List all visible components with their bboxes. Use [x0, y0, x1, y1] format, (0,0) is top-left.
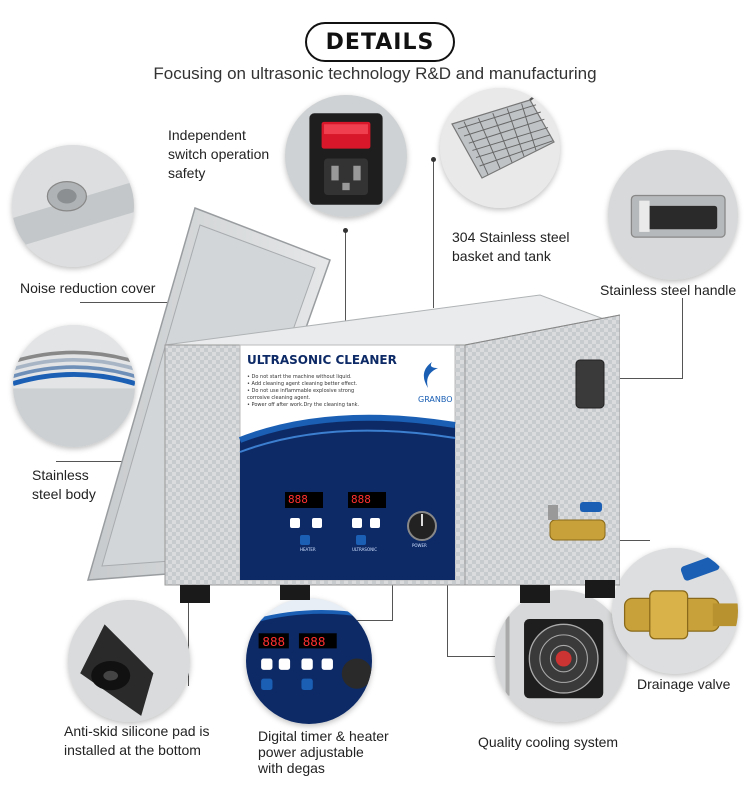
page-subtitle: Focusing on ultrasonic technology R&D an… — [153, 64, 597, 83]
label-basket-line2: basket and tank — [452, 248, 551, 264]
label-switch: Independent switch operation safety — [168, 126, 269, 183]
label-switch-line3: safety — [168, 165, 206, 181]
lid-knob-icon — [12, 145, 134, 267]
details-title-pill: DETAILS — [305, 22, 455, 62]
connector-switch — [345, 230, 346, 322]
label-pad-line2: installed at the bottom — [64, 742, 201, 758]
ultrasonic-cleaner-machine — [86, 207, 620, 603]
heater-label: HEATER — [300, 547, 316, 552]
panel-logo-text: GRANBO — [418, 395, 453, 404]
warning-line: corrosive cleaning agent. — [247, 395, 311, 401]
detail-circle-cover — [12, 145, 134, 267]
svg-text:888: 888 — [303, 634, 326, 649]
control-panel-icon: 888 888 — [246, 598, 372, 724]
warning-line: • Do not start the machine without liqui… — [247, 374, 352, 380]
label-timer-line3: with degas — [258, 760, 325, 776]
connector-timer-h — [345, 620, 393, 621]
display-right: 888 — [351, 493, 371, 506]
detail-circle-drain — [612, 548, 738, 674]
mesh-basket-icon — [440, 88, 560, 208]
page-title: DETAILS — [325, 29, 435, 55]
display-left: 888 — [288, 493, 308, 506]
detail-circle-pad — [68, 600, 190, 722]
connector-dot-basket — [431, 157, 436, 162]
label-handle: Stainless steel handle — [600, 282, 737, 298]
drain-valve-icon — [612, 548, 738, 674]
label-timer-line2: power adjustable — [258, 744, 364, 760]
panel-brand-title: ULTRASONIC CLEANER — [247, 353, 397, 367]
cooling-fan-icon — [495, 590, 627, 722]
connector-cooling-v — [447, 580, 448, 656]
connector-drain — [590, 540, 650, 541]
detail-circle-timer: 888 888 — [246, 598, 372, 724]
power-label: POWER — [412, 543, 427, 548]
label-drain: Drainage valve — [637, 676, 731, 692]
label-body-line2: steel body — [32, 486, 96, 502]
label-cooling: Quality cooling system — [478, 734, 619, 750]
label-switch-line2: switch operation — [168, 146, 270, 162]
detail-circle-handle — [608, 150, 738, 280]
label-basket: 304 Stainless steel basket and tank — [452, 228, 570, 266]
label-pad-line1: Anti-skid silicone pad is — [64, 723, 210, 739]
panel-warnings: • Do not start the machine without liqui… — [247, 374, 367, 409]
detail-circle-switch — [285, 95, 407, 217]
connector-handle-v — [682, 298, 683, 378]
label-timer: Digital timer & heater power adjustable … — [258, 728, 389, 776]
ultrasonic-label: ULTRASONIC — [352, 547, 378, 552]
power-switch-icon — [285, 95, 407, 217]
warning-line: • Add cleaning agent cleaning better eff… — [247, 381, 358, 387]
label-body: Stainless steel body — [32, 466, 96, 504]
warning-line: • Power off after work.Dry the cleaning … — [247, 402, 360, 408]
connector-basket — [433, 160, 434, 308]
label-switch-line1: Independent — [168, 127, 246, 143]
label-body-line1: Stainless — [32, 467, 89, 483]
label-cover: Noise reduction cover — [20, 280, 156, 296]
connector-cover — [80, 302, 220, 303]
detail-circle-cooling — [495, 590, 627, 722]
connector-handle-h — [600, 378, 683, 379]
label-timer-line1: Digital timer & heater — [258, 728, 389, 744]
silicone-pad-icon — [68, 600, 190, 722]
connector-pad — [188, 590, 189, 686]
warning-line: • Do not use inflammable explosive stron… — [247, 388, 355, 394]
label-basket-line1: 304 Stainless steel — [452, 229, 570, 245]
label-pad: Anti-skid silicone pad is installed at t… — [64, 722, 210, 760]
connector-cooling-h — [447, 656, 517, 657]
detail-circle-basket — [440, 88, 560, 208]
handle-icon — [608, 150, 738, 280]
svg-text:888: 888 — [262, 634, 285, 649]
connector-dot-switch — [343, 228, 348, 233]
